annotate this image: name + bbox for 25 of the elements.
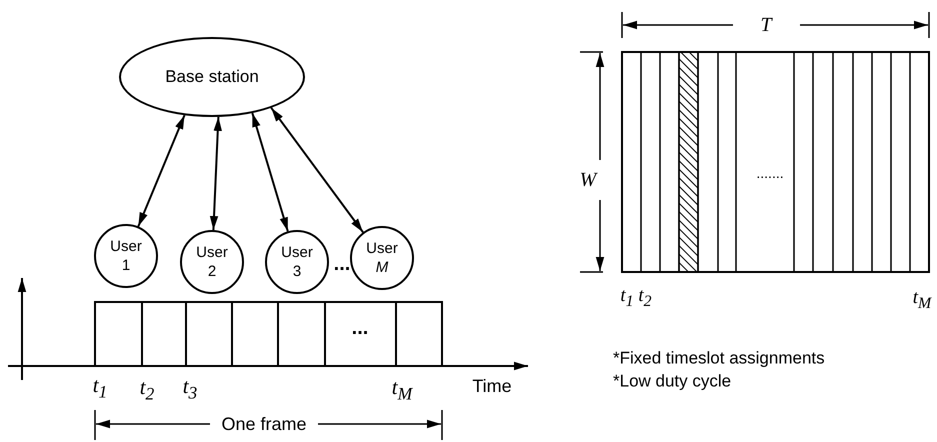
user-circle: User 2 <box>180 230 244 294</box>
time-label: t$_{1}$ <box>620 286 634 310</box>
time-label: t$_{M}$ <box>392 377 412 403</box>
double-arrow <box>270 107 364 233</box>
double-arrow <box>137 114 186 227</box>
user-circle: User M <box>350 226 414 290</box>
dimension-label: One frame <box>221 415 307 433</box>
note-text: *Fixed timeslot assignments <box>613 350 825 366</box>
base-station-ellipse: Base station <box>119 37 305 117</box>
time-label: t$_{M}$ <box>912 288 932 312</box>
double-arrow <box>251 112 289 232</box>
note-text: *Low duty cycle <box>613 372 732 390</box>
time-label: t$_{3}$ <box>182 376 198 402</box>
ellipsis: ... <box>334 254 350 274</box>
ellipsis: ... <box>352 318 368 338</box>
ellipsis: ....... <box>756 166 784 180</box>
user-circle: User 1 <box>94 224 158 288</box>
dimension-label: W <box>580 170 596 190</box>
axis-label: Time <box>472 377 512 395</box>
double-arrow <box>210 116 222 230</box>
time-label: t$_{2}$ <box>638 286 652 310</box>
dimension-label: T <box>760 15 772 35</box>
user-circle: User 3 <box>265 230 329 294</box>
time-label: t$_{2}$ <box>140 377 154 403</box>
time-label: t$_{1}$ <box>92 375 108 401</box>
